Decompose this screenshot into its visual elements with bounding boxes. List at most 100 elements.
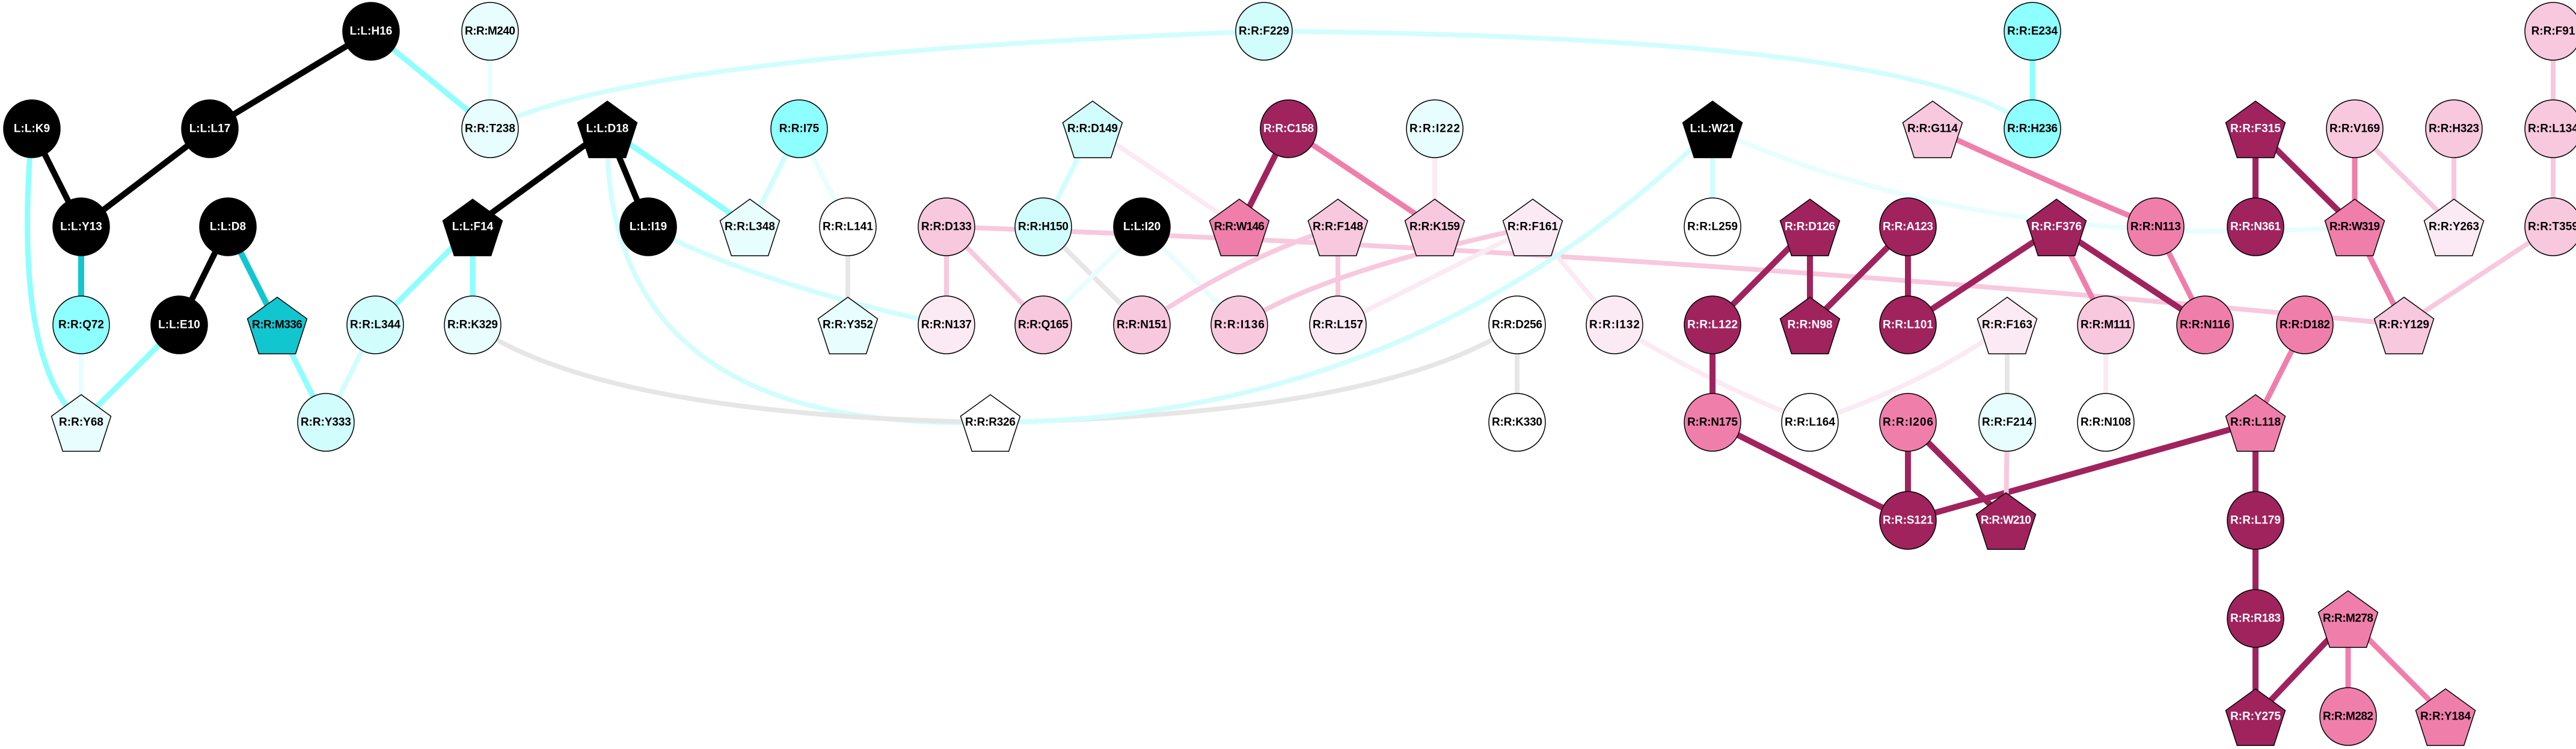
node-r-r-n108[interactable]: R:R:N108 xyxy=(2077,393,2135,452)
node-r-r-i136[interactable]: R:R:I136 xyxy=(1210,295,1268,354)
node-l-l-w21[interactable]: L:L:W21 xyxy=(1682,100,1743,158)
node-l-l-f14[interactable]: L:L:F14 xyxy=(442,199,503,256)
node-r-r-f91[interactable]: R:R:F91 xyxy=(2524,2,2576,61)
node-l-l-e10[interactable]: L:L:E10 xyxy=(150,295,208,354)
node-r-r-h236[interactable]: R:R:H236 xyxy=(2004,99,2061,158)
node-label: R:R:D126 xyxy=(1785,221,1835,233)
node-r-r-n151[interactable]: R:R:N151 xyxy=(1113,295,1171,354)
node-label: R:R:W210 xyxy=(1981,514,2031,527)
circle-node-shape xyxy=(2227,589,2284,648)
node-r-r-d126[interactable]: R:R:D126 xyxy=(1779,199,1841,256)
node-r-r-y129[interactable]: R:R:Y129 xyxy=(2373,297,2435,354)
node-r-r-w210[interactable]: R:R:W210 xyxy=(1975,492,2037,550)
pentagon-node-shape xyxy=(1975,492,2037,550)
node-l-l-i19[interactable]: L:L:I19 xyxy=(619,197,677,256)
node-r-r-m336[interactable]: R:R:M336 xyxy=(247,297,308,354)
node-r-r-w319[interactable]: R:R:W319 xyxy=(2324,199,2385,256)
node-l-l-d8[interactable]: L:L:D8 xyxy=(199,197,257,256)
node-r-r-y333[interactable]: R:R:Y333 xyxy=(297,393,355,452)
node-label: R:R:N361 xyxy=(2230,221,2281,233)
node-r-r-n361[interactable]: R:R:N361 xyxy=(2227,197,2284,256)
node-r-r-t238[interactable]: R:R:T238 xyxy=(461,99,519,158)
node-r-r-s121[interactable]: R:R:S121 xyxy=(1879,491,1937,550)
node-l-l-k9[interactable]: L:L:K9 xyxy=(3,99,61,158)
node-r-r-d149[interactable]: R:R:D149 xyxy=(1062,100,1123,158)
node-r-r-f229[interactable]: R:R:F229 xyxy=(1235,2,1293,61)
node-r-r-m282[interactable]: R:R:M282 xyxy=(2319,687,2377,746)
node-r-r-f315[interactable]: R:R:F315 xyxy=(2225,100,2286,158)
node-label: R:R:D256 xyxy=(1492,319,1542,331)
node-r-r-i132[interactable]: R:R:I132 xyxy=(1586,295,1643,354)
node-r-r-h150[interactable]: R:R:H150 xyxy=(1014,197,1072,256)
pentagon-node-shape xyxy=(2423,199,2485,256)
node-r-r-y352[interactable]: R:R:Y352 xyxy=(817,297,879,354)
node-r-r-l101[interactable]: R:R:L101 xyxy=(1879,295,1937,354)
node-label: R:R:Y129 xyxy=(2379,319,2429,331)
node-r-r-f148[interactable]: R:R:F148 xyxy=(1307,199,1369,256)
node-r-r-v169[interactable]: R:R:V169 xyxy=(2326,99,2384,158)
node-r-r-a123[interactable]: R:R:A123 xyxy=(1879,197,1937,256)
node-r-r-k330[interactable]: R:R:K330 xyxy=(1488,393,1546,452)
node-r-r-d133[interactable]: R:R:D133 xyxy=(918,197,975,256)
node-r-r-t359[interactable]: R:R:T359 xyxy=(2524,197,2576,256)
node-r-r-i222[interactable]: R:R:I222 xyxy=(1406,99,1464,158)
node-r-r-g114[interactable]: R:R:G114 xyxy=(1902,100,1963,158)
node-r-r-k329[interactable]: R:R:K329 xyxy=(444,295,501,354)
node-r-r-w146[interactable]: R:R:W146 xyxy=(1209,199,1270,256)
node-r-r-f376[interactable]: R:R:F376 xyxy=(2026,199,2087,256)
node-r-r-l122[interactable]: R:R:L122 xyxy=(1684,295,1741,354)
node-label: R:R:M240 xyxy=(465,25,515,38)
node-l-l-l17[interactable]: L:L:L17 xyxy=(181,99,239,158)
node-r-r-l348[interactable]: R:R:L348 xyxy=(719,199,780,256)
node-r-r-n113[interactable]: R:R:N113 xyxy=(2127,197,2185,256)
node-l-l-y13[interactable]: L:L:Y13 xyxy=(52,197,110,256)
node-r-r-y184[interactable]: R:R:Y184 xyxy=(2415,688,2476,746)
node-r-r-y263[interactable]: R:R:Y263 xyxy=(2423,199,2485,256)
node-r-r-m278[interactable]: R:R:M278 xyxy=(2317,590,2379,648)
edge-r-r-g114-r-r-n113 xyxy=(1931,126,2157,230)
node-r-r-d256[interactable]: R:R:D256 xyxy=(1488,295,1546,354)
node-r-r-l157[interactable]: R:R:L157 xyxy=(1309,295,1367,354)
node-r-r-q72[interactable]: R:R:Q72 xyxy=(52,295,110,354)
node-l-l-i20[interactable]: L:L:I20 xyxy=(1113,197,1171,256)
node-label: R:R:Y68 xyxy=(59,416,103,429)
node-r-r-n116[interactable]: R:R:N116 xyxy=(2176,295,2234,354)
node-r-r-r183[interactable]: R:R:R183 xyxy=(2227,589,2284,648)
node-r-r-r326[interactable]: R:R:R326 xyxy=(960,394,1021,452)
node-r-r-l179[interactable]: R:R:L179 xyxy=(2227,491,2284,550)
node-r-r-y275[interactable]: R:R:Y275 xyxy=(2225,688,2286,746)
circle-node-shape xyxy=(1879,295,1937,354)
node-r-r-q165[interactable]: R:R:Q165 xyxy=(1014,295,1072,354)
node-r-r-n175[interactable]: R:R:N175 xyxy=(1684,393,1741,452)
node-label: R:R:V169 xyxy=(2329,123,2380,135)
node-r-r-d182[interactable]: R:R:D182 xyxy=(2276,295,2334,354)
node-r-r-l259[interactable]: R:R:L259 xyxy=(1684,197,1741,256)
node-r-r-l164[interactable]: R:R:L164 xyxy=(1781,393,1839,452)
circle-node-shape xyxy=(1978,393,2036,452)
node-l-l-h16[interactable]: L:L:H16 xyxy=(342,2,400,61)
node-r-r-y68[interactable]: R:R:Y68 xyxy=(51,394,112,452)
edge-r-r-i136-r-r-f161 xyxy=(1237,224,1533,327)
node-r-r-m240[interactable]: R:R:M240 xyxy=(461,2,519,61)
node-r-r-m111[interactable]: R:R:M111 xyxy=(2077,295,2135,354)
node-r-r-f161[interactable]: R:R:F161 xyxy=(1502,199,1563,256)
node-r-r-i75[interactable]: R:R:I75 xyxy=(770,99,828,158)
node-r-r-l344[interactable]: R:R:L344 xyxy=(346,295,404,354)
node-label: R:R:Y333 xyxy=(301,416,351,429)
node-r-r-n98[interactable]: R:R:N98 xyxy=(1779,297,1841,354)
node-r-r-l118[interactable]: R:R:L118 xyxy=(2225,394,2286,452)
edge-r-r-f376-r-r-n116 xyxy=(2055,224,2207,328)
node-l-l-d18[interactable]: L:L:D18 xyxy=(577,100,638,158)
node-r-r-k159[interactable]: R:R:K159 xyxy=(1404,199,1465,256)
node-r-r-n137[interactable]: R:R:N137 xyxy=(918,295,975,354)
node-r-r-c158[interactable]: R:R:C158 xyxy=(1260,99,1317,158)
node-r-r-l141[interactable]: R:R:L141 xyxy=(819,197,877,256)
node-r-r-i206[interactable]: R:R:I206 xyxy=(1879,393,1937,452)
node-r-r-f163[interactable]: R:R:F163 xyxy=(1976,297,2038,354)
node-r-r-e234[interactable]: R:R:E234 xyxy=(2004,2,2061,61)
node-r-r-f214[interactable]: R:R:F214 xyxy=(1978,393,2036,452)
node-r-r-l134[interactable]: R:R:L134 xyxy=(2524,99,2576,158)
node-label: R:R:R183 xyxy=(2230,612,2281,625)
circle-node-shape xyxy=(918,197,975,256)
node-r-r-h323[interactable]: R:R:H323 xyxy=(2425,99,2483,158)
